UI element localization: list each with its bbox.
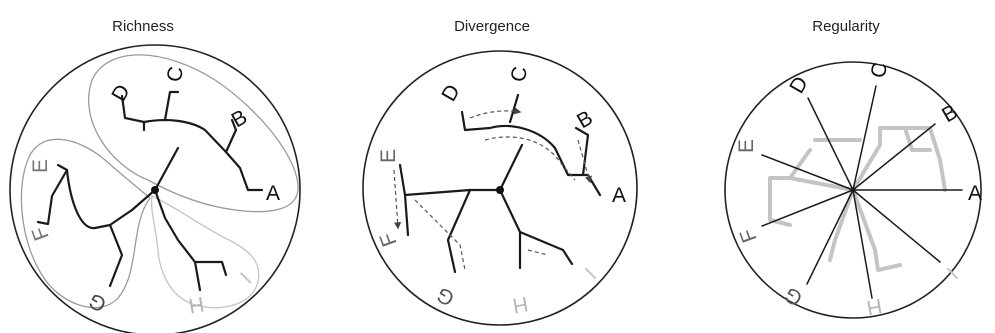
div-branch-g [448,190,470,272]
branch-root-abcd [155,148,178,190]
regularity-title: Regularity [812,18,880,35]
reg-tip-f-label: F [736,226,762,246]
div-tip-c-label: C [507,65,532,84]
regularity-panel: Regularity A B C D E F [725,18,982,319]
reg-tip-g-label: G [781,282,807,310]
div-dash-hi [528,250,548,255]
div-tip-g-label: G [433,282,459,310]
div-tip-i-label: I [580,263,600,283]
richness-title: Richness [112,18,174,35]
tip-e-label: E [29,159,52,173]
branch-ef [38,165,132,228]
richness-panel: Richness A B C D E F G H I [10,18,300,333]
branch-i [195,262,226,275]
div-branch-hi [500,190,572,268]
div-dash-g [415,200,465,270]
tip-g-label: G [85,288,111,316]
div-dash-abcd [485,137,575,180]
tip-h-label: H [187,292,206,317]
div-root-node [496,186,504,194]
regularity-spokes [762,86,962,298]
tip-d-label: D [107,81,135,106]
tip-c-label: C [163,65,188,84]
div-branch-cd [462,95,518,130]
branch-h [155,190,200,290]
branch-g [110,225,122,286]
divergence-panel: Divergence A B C D E F G H I [363,18,637,325]
tip-i-label: I [235,267,255,287]
reg-tip-b-label: B [938,100,962,127]
divergence-title: Divergence [454,18,530,35]
div-arrow-ef [394,170,398,228]
div-tip-h-label: H [511,292,530,317]
div-tip-a-label: A [612,184,626,207]
div-tip-f-label: F [376,230,402,250]
root-node [151,186,159,194]
regularity-faint-tree [770,128,945,270]
reg-tip-d-label: D [785,73,813,98]
reg-tip-h-label: H [865,294,884,319]
tip-f-label: F [28,224,54,244]
tip-b-label: B [228,105,252,132]
clade-hi-outline [152,196,259,308]
div-tip-d-label: D [437,81,465,106]
reg-tip-c-label: C [867,61,892,80]
div-branch-root-abcd [500,145,522,190]
reg-tip-e-label: E [735,139,758,153]
div-tip-e-label: E [377,149,400,163]
reg-tip-a-label: A [968,182,982,205]
tip-a-label: A [266,182,280,205]
